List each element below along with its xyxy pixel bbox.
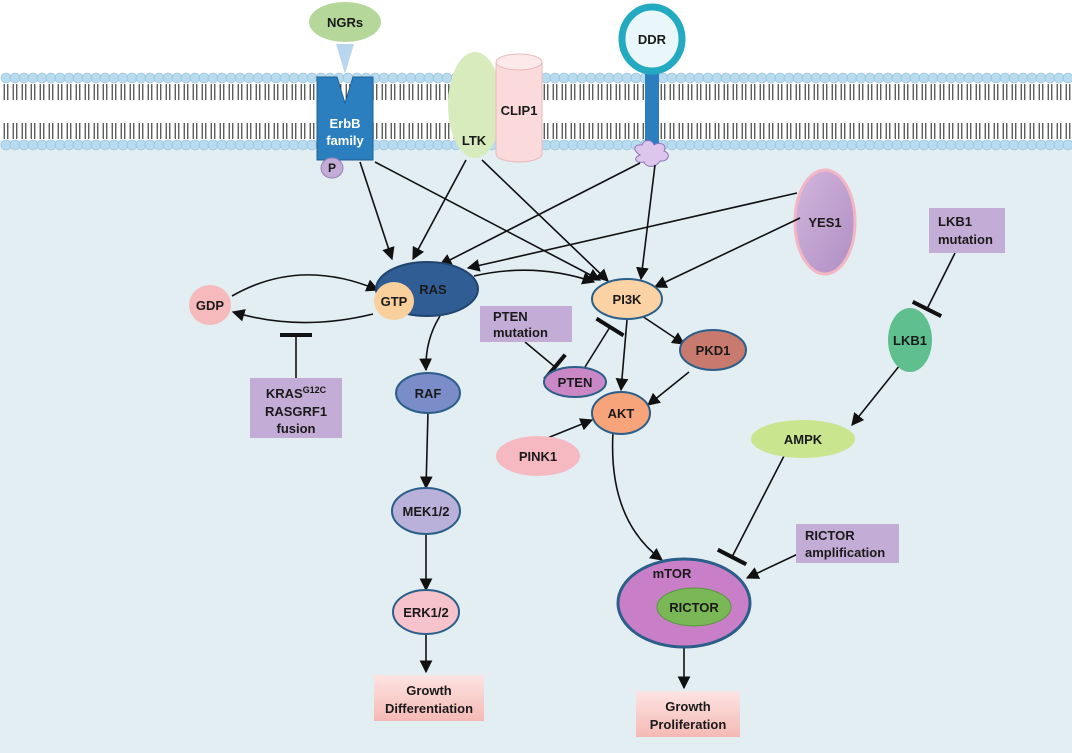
rictor-label: RICTOR	[669, 600, 719, 615]
pten-mutation-text-1: PTEN	[493, 309, 528, 324]
pkd1-label: PKD1	[696, 343, 731, 358]
outcome-left-text-2: Differentiation	[385, 701, 473, 716]
erk-label: ERK1/2	[403, 605, 449, 620]
pink1-label: PINK1	[519, 449, 557, 464]
pkd1-node: PKD1	[679, 329, 747, 371]
akt-label: AKT	[608, 406, 635, 421]
raf-label: RAF	[415, 386, 442, 401]
ltk-label: LTK	[462, 133, 487, 148]
erbb-label-2: family	[326, 133, 364, 148]
mtor-label: mTOR	[653, 566, 692, 581]
pi3k-label: PI3K	[613, 292, 643, 307]
yes1-node: YES1	[793, 168, 857, 276]
ddr-label: DDR	[638, 32, 667, 47]
ddr-receptor: DDR	[618, 3, 686, 167]
lkb1-node: LKB1	[888, 308, 932, 372]
phospho-label: P	[328, 161, 336, 175]
erbb-family-receptor: ErbB family P	[316, 76, 374, 179]
mtor-node: mTOR RICTOR	[616, 557, 752, 649]
erk-node: ERK1/2	[392, 589, 460, 635]
mek-label: MEK1/2	[403, 504, 450, 519]
raf-node: RAF	[395, 372, 461, 414]
pten-label: PTEN	[558, 375, 593, 390]
outcome-right-text-1: Growth	[665, 699, 711, 714]
rasgrf1-text-1: RASGRF1	[265, 404, 327, 419]
gtp-label: GTP	[381, 294, 408, 309]
phospho-circle	[320, 157, 344, 179]
rictor-amplification-text-2: amplification	[805, 545, 885, 560]
pten-mutation-box: PTEN mutation	[480, 306, 572, 342]
outcome-left-text-1: Growth	[406, 683, 452, 698]
akt-node: AKT	[591, 391, 651, 435]
lkb1-mutation-text-2: mutation	[938, 232, 993, 247]
clip1-cylinder: CLIP1	[495, 53, 543, 163]
erbb-label-1: ErbB	[329, 116, 360, 131]
rasgrf1-text-2: fusion	[277, 421, 316, 436]
ngrs-label: NGRs	[327, 15, 363, 30]
clip1-label: CLIP1	[501, 103, 538, 118]
pten-mutation-text-2: mutation	[493, 325, 548, 340]
pten-node: PTEN	[543, 366, 607, 398]
yes1-label: YES1	[808, 215, 841, 230]
lkb1-mutation-box: LKB1 mutation	[929, 208, 1005, 253]
ampk-label: AMPK	[784, 432, 823, 447]
outcome-growth-differentiation: Growth Differentiation	[374, 675, 484, 721]
ngrs-ligand: NGRs	[309, 2, 381, 74]
rictor-amplification-text-1: RICTOR	[805, 528, 855, 543]
kras-text: KRASG12C	[266, 385, 327, 401]
gtp-node: GTP	[374, 282, 414, 320]
ddr-cloud	[634, 140, 669, 167]
lkb1-mutation-text-1: LKB1	[938, 214, 972, 229]
mek-node: MEK1/2	[391, 487, 461, 535]
ras-label: RAS	[419, 282, 447, 297]
outcome-right-text-2: Proliferation	[650, 717, 727, 732]
gdp-node: GDP	[189, 285, 231, 325]
rictor-amplification-box: RICTOR amplification	[796, 524, 899, 563]
gdp-label: GDP	[196, 298, 225, 313]
ltk-receptor: LTK	[448, 52, 502, 158]
kras-rasgrf1-box: KRASG12C RASGRF1 fusion	[250, 378, 342, 438]
ampk-node: AMPK	[751, 420, 855, 458]
outcome-growth-proliferation: Growth Proliferation	[636, 691, 740, 737]
pi3k-node: PI3K	[591, 278, 663, 320]
lkb1-label: LKB1	[893, 333, 927, 348]
pink1-node: PINK1	[496, 436, 580, 476]
